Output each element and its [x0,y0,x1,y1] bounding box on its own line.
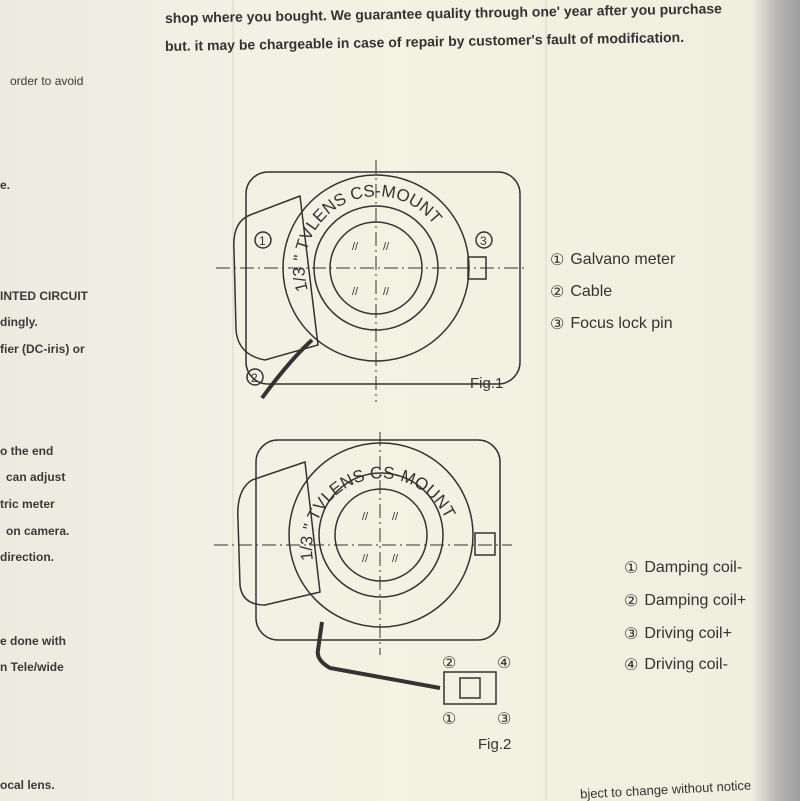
left-fragment: INTED CIRCUIT [0,289,88,303]
callout-label: Galvano meter [570,251,676,268]
callout-label: Focus lock pin [570,315,673,332]
left-fragment: tric meter [0,497,55,511]
callout-number: ① [624,560,639,577]
fig2-callout: ② Damping coil+ [624,591,746,611]
left-fragment: n Tele/wide [0,660,64,674]
svg-text:1: 1 [259,234,266,248]
callout-number: ③ [624,626,639,643]
svg-text://: // [352,241,359,253]
callout-number: ② [624,593,639,610]
svg-text:1/3 " TVLENS CS-MOUNT: 1/3 " TVLENS CS-MOUNT [290,181,446,294]
callout-label: Damping coil- [644,559,743,576]
svg-text:3: 3 [480,234,487,248]
left-fragment: on camera. [6,524,70,538]
fig2-caption: Fig.2 [478,736,512,753]
left-fragment: dingly. [0,315,38,329]
callout-label: Cable [570,283,613,300]
svg-text:2: 2 [251,371,258,385]
left-fragment: can adjust [6,470,66,484]
svg-text://: // [383,286,390,298]
left-fragment: fier (DC-iris) or [0,342,85,356]
callout-label: Driving coil+ [644,625,732,642]
fig1-caption: Fig.1 [470,375,504,392]
svg-text://: // [392,553,399,565]
svg-text://: // [392,511,399,523]
svg-text://: // [383,241,390,253]
fig1-callout: ① Galvano meter [550,250,675,270]
left-fragment: e done with [0,634,66,648]
left-fragment: e. [0,178,11,192]
fig2-drawing: 1/3 " TVLENS CS-MOUNT // // // // ② ④ ① … [214,432,512,728]
pin-number: ③ [497,711,511,728]
callout-number: ① [550,252,565,269]
callout-number: ④ [624,657,639,674]
svg-text://: // [362,553,369,565]
fig2-callout: ③ Driving coil+ [624,624,732,644]
pin-number: ① [442,711,456,728]
fig2-lens-marking: 1/3 " TVLENS CS-MOUNT [297,463,459,562]
left-fragment: o the end [0,444,54,458]
pin-number: ④ [497,655,511,672]
pin-number: ② [442,655,456,672]
svg-text://: // [352,286,359,298]
fig1-callout: ③ Focus lock pin [550,314,673,334]
svg-text:1/3 " TVLENS CS-MOUNT: 1/3 " TVLENS CS-MOUNT [297,463,459,562]
left-fragment: order to avoid [10,74,84,88]
svg-text://: // [362,511,369,523]
fig1-drawing: 1/3 " TVLENS CS-MOUNT // // // // 1 3 2 [216,160,525,402]
left-fragment: direction. [0,550,55,564]
left-fragment: ocal lens. [0,778,55,792]
fig2-callout: ④ Driving coil- [624,655,728,675]
fig2-callout: ① Damping coil- [624,558,742,578]
callout-label: Driving coil- [644,656,728,673]
fig1-callout: ② Cable [550,282,612,302]
callout-label: Damping coil+ [644,592,747,609]
fig1-lens-marking: 1/3 " TVLENS CS-MOUNT [290,181,446,294]
callout-number: ② [550,284,565,301]
callout-number: ③ [550,316,565,333]
